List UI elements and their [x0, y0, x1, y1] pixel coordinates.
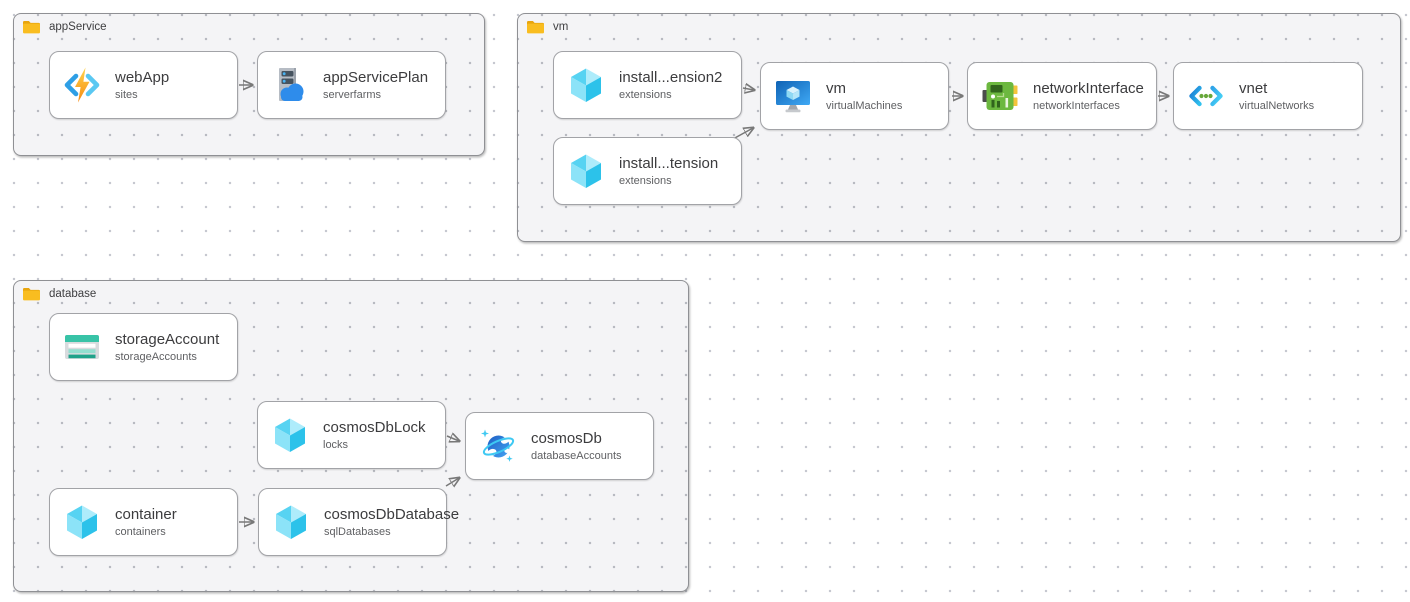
node-storageaccount[interactable]: storageAccount storageAccounts: [49, 313, 238, 381]
node-title: cosmosDb: [531, 429, 602, 447]
node-subtitle: networkInterfaces: [1033, 99, 1120, 112]
node-networkinterface[interactable]: networkInterface networkInterfaces: [967, 62, 1157, 130]
node-container[interactable]: container containers: [49, 488, 238, 556]
group-appservice-header: appService: [14, 14, 484, 34]
node-subtitle: extensions: [619, 88, 672, 101]
cube-icon: [571, 68, 601, 102]
node-title: networkInterface: [1033, 79, 1144, 97]
node-webapp[interactable]: webApp sites: [49, 51, 238, 119]
node-subtitle: storageAccounts: [115, 350, 197, 363]
node-subtitle: serverfarms: [323, 88, 382, 101]
cube-icon: [276, 505, 306, 539]
node-cosmosdblock[interactable]: cosmosDbLock locks: [257, 401, 446, 469]
node-appserviceplan[interactable]: appServicePlan serverfarms: [257, 51, 446, 119]
node-title: vnet: [1239, 79, 1268, 97]
node-title: install...tension: [619, 154, 719, 172]
network-interface-icon: [982, 82, 1018, 110]
node-installextension[interactable]: install...tension extensions: [553, 137, 742, 205]
folder-icon: [527, 21, 544, 34]
virtual-network-icon: [1189, 85, 1223, 107]
node-subtitle: containers: [115, 525, 166, 538]
node-subtitle: locks: [323, 438, 349, 451]
folder-icon: [23, 288, 40, 301]
node-installextension2[interactable]: install...ension2 extensions: [553, 51, 742, 119]
node-title: install...ension2: [619, 68, 723, 86]
node-subtitle: databaseAccounts: [531, 449, 622, 462]
cube-icon: [275, 418, 305, 452]
cube-icon: [67, 505, 97, 539]
node-title: cosmosDbDatabase: [324, 505, 460, 523]
cosmos-db-icon: [481, 429, 515, 462]
group-label: vm: [553, 21, 569, 33]
node-title: webApp: [115, 68, 170, 86]
node-subtitle: extensions: [619, 174, 672, 187]
node-title: appServicePlan: [323, 68, 429, 86]
group-label: database: [49, 288, 97, 300]
node-subtitle: virtualMachines: [826, 99, 903, 112]
virtual-machine-icon: [776, 81, 810, 113]
node-subtitle: sites: [115, 88, 138, 101]
node-title: cosmosDbLock: [323, 418, 426, 436]
group-vm-header: vm: [518, 14, 1400, 34]
node-vm[interactable]: vm virtualMachines: [760, 62, 949, 130]
node-vnet[interactable]: vnet virtualNetworks: [1173, 62, 1363, 130]
folder-icon: [23, 21, 40, 34]
storage-account-icon: [65, 335, 99, 359]
node-subtitle: sqlDatabases: [324, 525, 391, 538]
server-farm-icon: [279, 68, 304, 101]
group-label: appService: [49, 21, 107, 33]
cube-icon: [571, 154, 601, 188]
app-service-icon: [64, 67, 100, 103]
node-title: vm: [826, 79, 846, 97]
node-title: container: [115, 505, 177, 523]
node-cosmosdb[interactable]: cosmosDb databaseAccounts: [465, 412, 654, 480]
group-database-header: database: [14, 281, 688, 301]
node-title: storageAccount: [115, 330, 220, 348]
node-cosmosdbdatabase[interactable]: cosmosDbDatabase sqlDatabases: [258, 488, 460, 556]
node-subtitle: virtualNetworks: [1239, 99, 1315, 112]
